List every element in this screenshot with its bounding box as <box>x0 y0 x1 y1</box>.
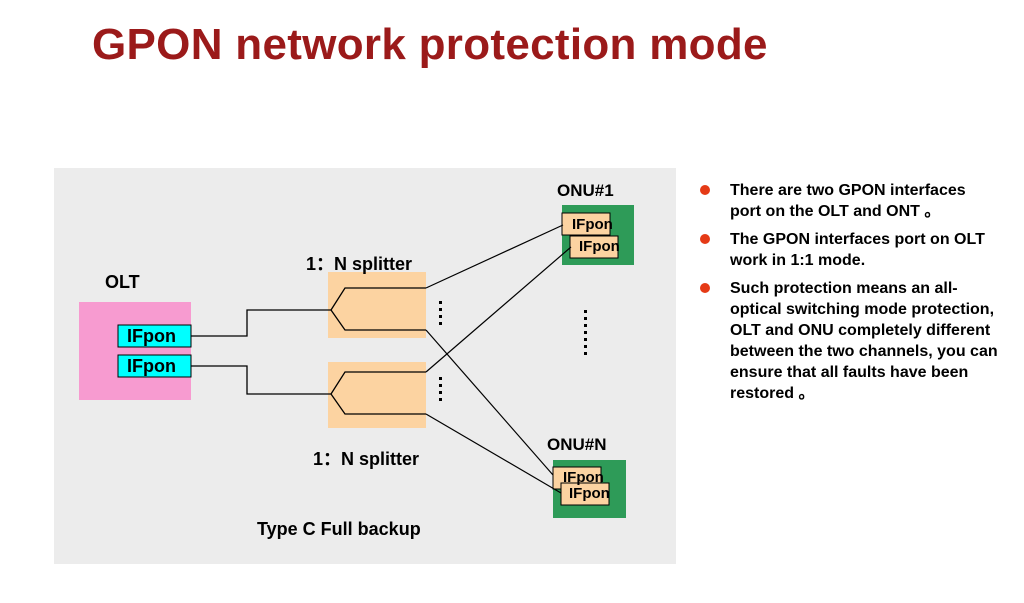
bullet-list: There are two GPON interfaces port on th… <box>698 180 998 411</box>
bullet-text: Such protection means an all-optical swi… <box>730 280 998 402</box>
onu1-label: ONU#1 <box>557 181 614 200</box>
fibre-links <box>425 224 572 494</box>
diagram-caption: Type C Full backup <box>257 519 421 539</box>
olt-port-2-label: IFpon <box>127 356 176 376</box>
splitter-top-label: 1：N splitter <box>306 254 413 274</box>
olt-port-1-label: IFpon <box>127 326 176 346</box>
splitter-top-dots <box>439 301 442 325</box>
onun-port-1-label: IFpon <box>563 469 604 486</box>
onun-label: ONU#N <box>547 435 607 454</box>
onu1-port-1 <box>561 212 611 236</box>
onu1-port-2 <box>569 235 619 259</box>
splitter-bottom-dots <box>439 377 442 401</box>
onu-list-dots <box>584 310 587 355</box>
olt-label: OLT <box>105 272 140 292</box>
bullet-text: There are two GPON interfaces port on th… <box>730 182 966 220</box>
olt-box <box>79 302 191 400</box>
bullet-dot-icon <box>700 185 710 195</box>
bullet-item: Such protection means an all-optical swi… <box>698 278 998 404</box>
slide-title: GPON network protection mode <box>92 20 768 69</box>
bullet-text: The GPON interfaces port on OLT work in … <box>730 231 985 269</box>
olt-splitter-links <box>191 309 331 395</box>
onun-port-2-label: IFpon <box>569 485 610 502</box>
onun-port-2 <box>560 482 610 506</box>
bullet-item: The GPON interfaces port on OLT work in … <box>698 229 998 271</box>
bullet-item: There are two GPON interfaces port on th… <box>698 180 998 222</box>
splitter-branches <box>330 287 426 415</box>
onu1-port-1-label: IFpon <box>572 216 613 233</box>
splitter-top <box>328 272 426 338</box>
bullet-dot-icon <box>700 283 710 293</box>
bullet-dot-icon <box>700 234 710 244</box>
splitter-bottom-label: 1：N splitter <box>313 449 420 469</box>
onu1-port-2-label: IFpon <box>579 238 620 255</box>
